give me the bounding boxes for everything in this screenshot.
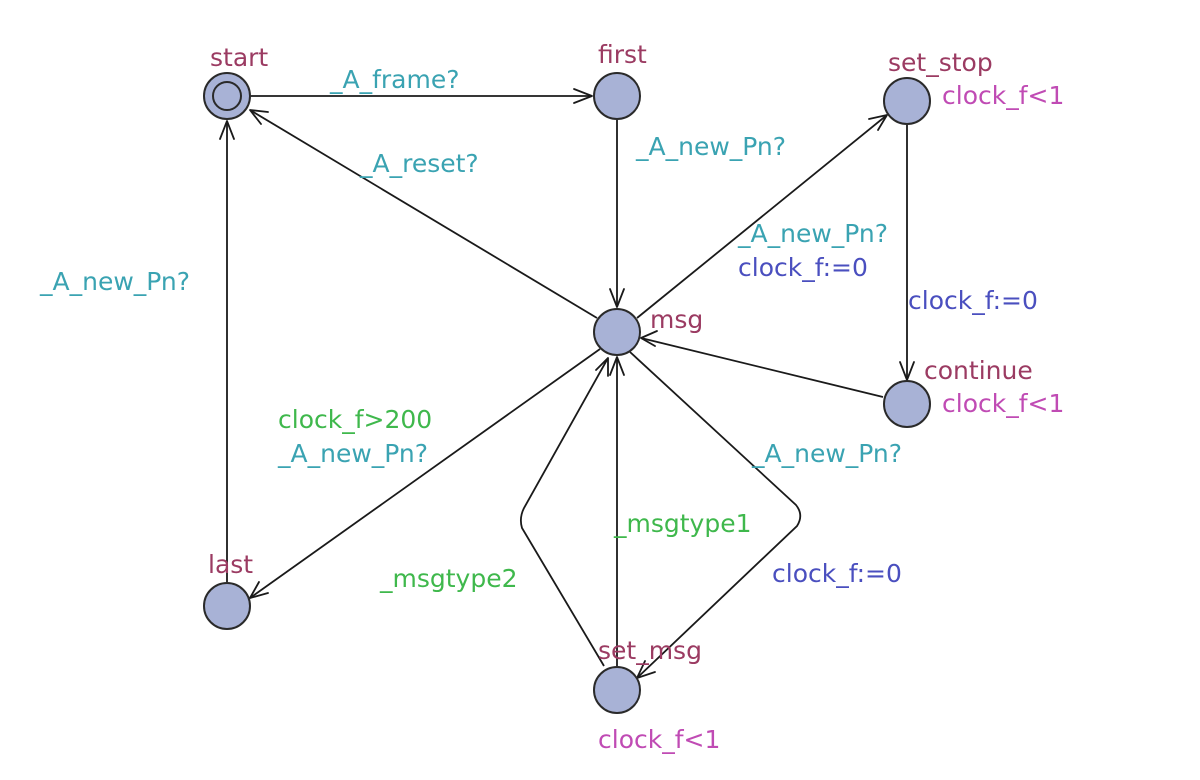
edge-msg-to-last[interactable]	[249, 348, 601, 599]
label-start-first-sync: _A_frame?	[329, 65, 460, 94]
location-name-set-msg: set_msg	[598, 636, 702, 665]
location-last[interactable]	[203, 582, 251, 630]
location-msg[interactable]	[593, 308, 641, 356]
label-msg-set-stop-assign: clock_f:=0	[738, 253, 868, 282]
label-first-msg-sync: _A_new_Pn?	[635, 132, 786, 161]
location-name-start: start	[210, 43, 268, 72]
invariant-set-msg: clock_f<1	[598, 725, 720, 754]
location-set-msg[interactable]	[593, 666, 641, 714]
edge-start-to-first[interactable]	[250, 88, 593, 104]
location-start[interactable]	[203, 72, 251, 120]
location-name-msg: msg	[650, 305, 703, 334]
label-msg-last-guard: clock_f>200	[278, 405, 432, 434]
edge-first-to-msg[interactable]	[609, 120, 625, 308]
label-last-start-sync: _A_new_Pn?	[39, 267, 190, 296]
location-set-stop[interactable]	[883, 77, 931, 125]
label-set-msg-msg-msgtype2: _msgtype2	[379, 564, 518, 593]
label-msg-set-msg-assign: clock_f:=0	[772, 559, 902, 588]
edge-continue-to-msg[interactable]	[640, 330, 884, 398]
location-continue[interactable]	[883, 380, 931, 428]
location-first[interactable]	[593, 72, 641, 120]
edge-set-msg-to-msg-msgtype1[interactable]	[609, 356, 625, 666]
label-set-stop-continue-assign: clock_f:=0	[908, 286, 1038, 315]
edge-msg-to-start[interactable]	[249, 109, 598, 319]
edge-set-stop-to-continue[interactable]	[899, 125, 915, 381]
label-msg-start-sync: _A_reset?	[359, 149, 479, 178]
location-name-last: last	[208, 550, 253, 579]
edge-msg-to-set-stop[interactable]	[636, 114, 888, 319]
edge-last-to-start[interactable]	[219, 120, 235, 582]
label-msg-last-sync: _A_new_Pn?	[277, 439, 428, 468]
location-name-continue: continue	[924, 356, 1033, 385]
label-msg-set-stop-sync: _A_new_Pn?	[737, 219, 888, 248]
label-set-msg-msg-msgtype1: _msgtype1	[613, 509, 752, 538]
invariant-set-stop: clock_f<1	[942, 81, 1064, 110]
edge-set-msg-to-msg-msgtype2[interactable]	[519, 357, 609, 667]
label-msg-set-msg-sync: _A_new_Pn?	[751, 439, 902, 468]
initial-marker	[212, 81, 242, 111]
location-name-set-stop: set_stop	[888, 48, 993, 77]
location-name-first: first	[598, 40, 647, 69]
invariant-continue: clock_f<1	[942, 389, 1064, 418]
